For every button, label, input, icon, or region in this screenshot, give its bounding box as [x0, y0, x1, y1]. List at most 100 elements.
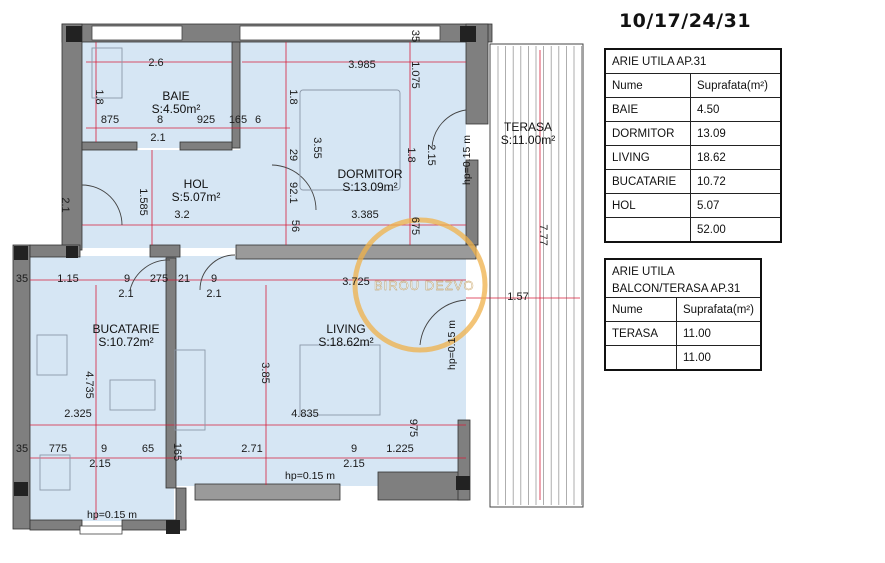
dimension-label: 3.725 [342, 276, 370, 288]
interior-col-area: Suprafata(m²) [690, 73, 782, 98]
total-empty [604, 217, 691, 243]
dimension-label: 21 [178, 273, 190, 285]
room-area: S:11.00m² [501, 133, 555, 147]
terrace-table-title-1: ARIE UTILA [612, 265, 675, 278]
dimension-label: 2.1 [150, 132, 165, 144]
room-area: S:5.07m² [172, 190, 221, 204]
dimension-label: 35 [16, 443, 28, 455]
dimension-label: 9 [351, 443, 357, 455]
row-value: 13.09 [690, 121, 782, 146]
room-name: BUCATARIE [93, 322, 160, 336]
dimension-label: 9 [211, 273, 217, 285]
row-name: LIVING [604, 145, 691, 170]
terrace-table-title-2: BALCON/TERASA AP.31 [612, 282, 741, 295]
room-name: HOL [184, 177, 209, 191]
dimension-label: 1.8 [93, 89, 105, 104]
row-name: TERASA [604, 321, 677, 346]
terrace-col-name: Nume [604, 297, 677, 322]
dimension-label: 3.2 [174, 209, 189, 221]
row-value: 4.50 [690, 97, 782, 122]
dimension-label: 9 [124, 273, 130, 285]
dimension-label: 3.385 [351, 209, 379, 221]
row-value: 5.07 [690, 193, 782, 218]
dimension-label: 3.55 [311, 137, 323, 158]
terrace-deck [489, 43, 584, 508]
dimension-label: 35 [16, 273, 28, 285]
dimension-label: 2.15 [425, 144, 437, 165]
interior-col-name: Nume [604, 73, 691, 98]
height-note: hp=0.15 m [461, 135, 473, 185]
dimension-label: 3.985 [348, 59, 376, 71]
room-area: S:18.62m² [318, 335, 373, 349]
height-note: hp=0.15 m [285, 470, 335, 482]
terrace-total: 11.00 [676, 345, 762, 371]
room-area: S:10.72m² [98, 335, 153, 349]
dimension-label: 56 [289, 220, 301, 232]
terrace-area-table: ARIE UTILA BALCON/TERASA AP.31 Nume Supr… [604, 258, 762, 371]
table-total-row: 52.00 [604, 217, 782, 243]
dimension-label: 165 [229, 114, 247, 126]
interior-table-title: ARIE UTILA AP.31 [612, 55, 707, 68]
row-value: 18.62 [690, 145, 782, 170]
row-value: 10.72 [690, 169, 782, 194]
height-note: hp=0.15 m [87, 509, 137, 521]
dimension-label: 2.325 [64, 408, 92, 420]
room-name: BAIE [162, 89, 189, 103]
watermark-text: BIROU DEZVO [374, 278, 475, 293]
dimension-label: 8 [157, 114, 163, 126]
dimension-label: 275 [150, 273, 168, 285]
terrace-col-area: Suprafata(m²) [676, 297, 762, 322]
apartment-code: 10/17/24/31 [618, 10, 752, 32]
dimension-label: 1.075 [409, 61, 421, 89]
dimension-label: 1.225 [386, 443, 414, 455]
dimension-label: 65 [142, 443, 154, 455]
room-area: S:13.09m² [342, 180, 397, 194]
row-name: DORMITOR [604, 121, 691, 146]
row-name: HOL [604, 193, 691, 218]
dimension-label: 29 [287, 149, 299, 161]
dimension-label: 1.585 [137, 188, 149, 216]
dimension-label: 1.8 [405, 147, 417, 162]
columns [14, 26, 476, 534]
dimension-label: 1.15 [57, 273, 78, 285]
doors [81, 109, 467, 346]
dimension-label: 2.1 [59, 197, 71, 212]
dimension-label: 2.1 [287, 188, 299, 203]
room-name: LIVING [326, 322, 365, 336]
dimension-label: 9 [101, 443, 107, 455]
floor-plan: BIROU DEZVO BAIES:4.50m²DORMITORS:13.09m… [12, 23, 584, 535]
row-value: 11.00 [676, 321, 762, 346]
dimension-label: 3.85 [259, 362, 271, 383]
room-name: TERASA [504, 120, 552, 134]
watermark-logo: BIROU DEZVO [352, 217, 488, 353]
dimension-label: 925 [197, 114, 215, 126]
dimension-label: 4.735 [83, 371, 95, 399]
height-note: hp=0.15 m [446, 320, 458, 370]
dimension-label: 6 [255, 114, 261, 126]
dimension-label: 2.15 [343, 458, 364, 470]
dimension-label: 875 [101, 114, 119, 126]
windows [79, 25, 441, 535]
table-total-row: 11.00 [604, 345, 762, 371]
row-name: BUCATARIE [604, 169, 691, 194]
dimension-label: 975 [407, 419, 419, 437]
room-fills [28, 40, 466, 521]
dimension-label: 2.1 [206, 288, 221, 300]
dimension-label: 2.71 [241, 443, 262, 455]
dimension-label: 775 [49, 443, 67, 455]
dimension-label: 9 [287, 182, 299, 188]
total-empty [604, 345, 677, 371]
dimension-label: 2.6 [148, 57, 163, 69]
dimension-label: 1.8 [287, 89, 299, 104]
dimension-lines [30, 42, 580, 520]
dimension-label: 2.15 [89, 458, 110, 470]
row-name: BAIE [604, 97, 691, 122]
interior-area-table: ARIE UTILA AP.31 Nume Suprafata(m²) BAIE… [604, 48, 782, 243]
dimension-label: 35 [409, 30, 421, 42]
